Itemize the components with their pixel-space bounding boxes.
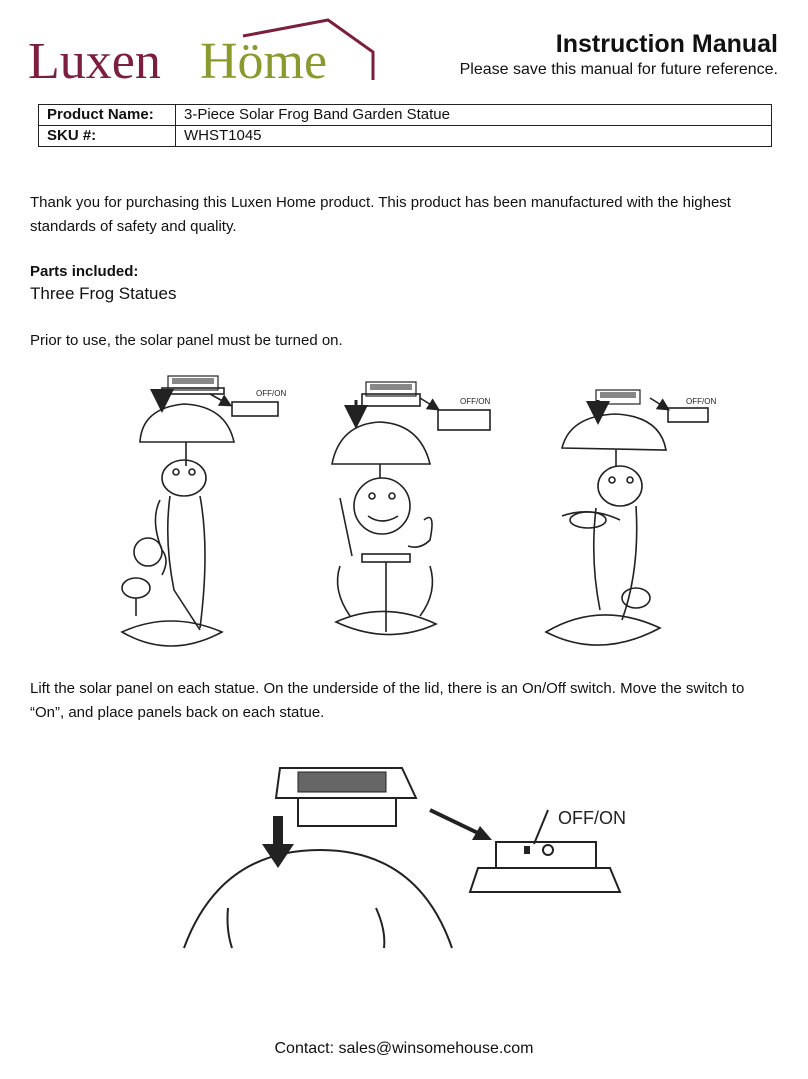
prior-use-note: Prior to use, the solar panel must be tu… [30,332,343,349]
statue-violin-frog: OFF/ON [544,389,716,646]
parts-heading: Parts included: [30,263,139,280]
frog-statues-illustration: OFF/ON OFF/ON [100,370,720,660]
statue-conductor-frog: OFF/ON [331,381,491,636]
table-row: Product Name: 3-Piece Solar Frog Band Ga… [38,104,772,126]
statue-switch-label: OFF/ON [686,397,716,406]
brand-name-part1: Luxen [28,33,161,90]
solar-switch-illustration: OFF/ON [180,760,630,950]
brand-logo: Luxen Höme [28,14,378,94]
statue-saxophone-frog: OFF/ON [120,375,286,647]
statue-dome-outline [183,848,453,949]
solar-panel-lid [274,767,418,827]
diagonal-arrow-icon [429,808,492,840]
product-info-table: Product Name: 3-Piece Solar Frog Band Ga… [38,104,772,147]
switch-label: OFF/ON [558,808,626,828]
product-name-value: 3-Piece Solar Frog Band Garden Statue [175,104,772,126]
statue-switch-label: OFF/ON [256,389,286,398]
parts-item: Three Frog Statues [30,284,177,303]
contact-info: Contact: sales@winsomehouse.com [274,1040,534,1057]
down-arrow-icon [262,816,294,868]
switch-underside [468,809,622,893]
statue-switch-label: OFF/ON [460,397,490,406]
product-name-label: Product Name: [38,104,176,126]
brand-name-part2: Höme [200,33,327,90]
sku-value: WHST1045 [175,125,772,147]
table-row: SKU #: WHST1045 [38,125,772,147]
lift-panel-note: Lift the solar panel on each statue. On … [30,680,745,721]
intro-paragraph: Thank you for purchasing this Luxen Home… [30,194,731,235]
document-subtitle: Please save this manual for future refer… [459,61,778,78]
sku-label: SKU #: [38,125,176,147]
document-title: Instruction Manual [555,30,778,58]
